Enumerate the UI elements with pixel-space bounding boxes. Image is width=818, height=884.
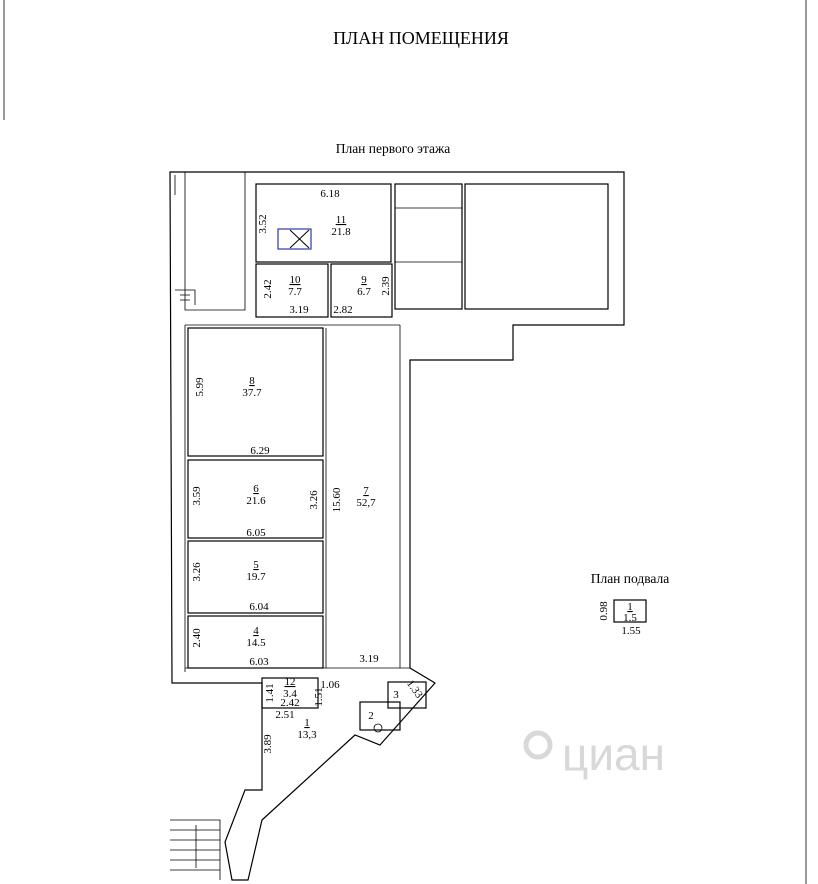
- room-6: [187, 459, 324, 539]
- dimension-label: 1.41: [264, 683, 276, 702]
- dimension-label: 3.19: [289, 304, 309, 316]
- elevator-icon: [277, 228, 312, 250]
- basement-plan-title: План подвала: [591, 571, 670, 586]
- room-number: 1: [304, 717, 310, 729]
- room-area: 7.7: [288, 286, 302, 298]
- room-4: [187, 615, 324, 669]
- dimension-label: 3.89: [262, 734, 274, 754]
- room-9: [330, 263, 393, 318]
- room-number: 2: [368, 710, 374, 722]
- room-area: 21.6: [246, 495, 266, 507]
- dimension-label: 2.39: [380, 276, 392, 296]
- page-title: ПЛАН ПОМЕЩЕНИЯ: [333, 28, 509, 48]
- dimension-label: 3.59: [191, 486, 203, 506]
- dimension-label: 1.51: [313, 687, 325, 706]
- dimension-label: 3.19: [359, 653, 379, 665]
- basement-dimension-label: 0.98: [598, 601, 610, 621]
- room-area: 52,7: [356, 497, 376, 509]
- corridor-left-wall: [174, 172, 246, 311]
- dimension-label: 2.40: [191, 628, 203, 648]
- top-block: [255, 183, 609, 318]
- toilet-icon: [373, 723, 383, 733]
- room-large-right: [464, 183, 609, 310]
- stair-upper: [175, 289, 196, 305]
- dimension-label: 6.18: [320, 188, 340, 200]
- dimension-label: 2.42: [262, 279, 274, 298]
- room-number: 3: [393, 689, 399, 701]
- outer-wall: [169, 171, 625, 881]
- room-area: 13,3: [297, 729, 317, 741]
- basement-room-area: 1.5: [623, 612, 637, 624]
- dimension-label: 6.29: [250, 445, 270, 457]
- basement-labels: 1 1.5 0.98 1.55: [598, 601, 641, 637]
- left-rooms: [187, 327, 427, 733]
- room-11: [255, 183, 392, 263]
- dimension-label: 2.51: [275, 709, 294, 721]
- room-12: [261, 677, 319, 709]
- room-number: 5: [253, 559, 259, 571]
- room-area: 14.5: [246, 637, 266, 649]
- room-utility-top: [394, 183, 463, 310]
- room-area: 37.7: [242, 387, 262, 399]
- room-area: 3.4: [283, 688, 297, 700]
- room-area: 6.7: [357, 286, 371, 298]
- dimension-label: 6.04: [249, 601, 269, 613]
- dimension-label: 3.26: [191, 562, 203, 582]
- dimension-labels: 6.18 3.52 2.42 3.19 2.82 2.39 5.99 6.29 …: [191, 188, 425, 754]
- elevator-cross-b: [289, 229, 310, 249]
- watermark-icon: [523, 730, 553, 760]
- room-number: 8: [249, 375, 255, 387]
- dimension-label: 3.26: [308, 490, 320, 510]
- basement-room-box: [613, 599, 647, 623]
- floor-plan-title: План первого этажа: [336, 141, 451, 156]
- basement-dimension-label: 1.55: [621, 625, 641, 637]
- watermark-logo: циан: [523, 728, 665, 780]
- room-area: 19.7: [246, 571, 266, 583]
- room-area: 21.8: [331, 226, 351, 238]
- room-number: 11: [336, 214, 347, 226]
- room-number: 10: [290, 274, 302, 286]
- dimension-label: 15.60: [331, 487, 343, 512]
- dimension-label: 6.05: [246, 527, 266, 539]
- room-labels: 11 21.8 10 7.7 9 6.7 8 37.7 7 52,7 6 21.…: [242, 214, 399, 741]
- building-outline: [169, 171, 625, 881]
- room-number: 9: [361, 274, 367, 286]
- dimension-label: 2.42: [280, 697, 299, 709]
- watermark-text: циан: [562, 728, 665, 780]
- room-2: [359, 701, 401, 731]
- dimension-label: 5.99: [194, 377, 206, 397]
- dimension-label: 6.03: [249, 656, 269, 668]
- room-5: [187, 540, 324, 614]
- room-10: [255, 263, 329, 318]
- room-8: [187, 327, 324, 457]
- dimension-label: 2.82: [333, 304, 352, 316]
- basement-room-number: 1: [627, 601, 633, 613]
- stair-lower: [170, 819, 221, 880]
- room-number: 6: [253, 483, 259, 495]
- room-number: 4: [253, 625, 259, 637]
- room-number: 12: [285, 676, 296, 688]
- room-number: 7: [363, 485, 369, 497]
- dimension-label: 1.06: [320, 679, 340, 691]
- room-3: [387, 681, 427, 709]
- dimension-label: 3.52: [257, 214, 269, 233]
